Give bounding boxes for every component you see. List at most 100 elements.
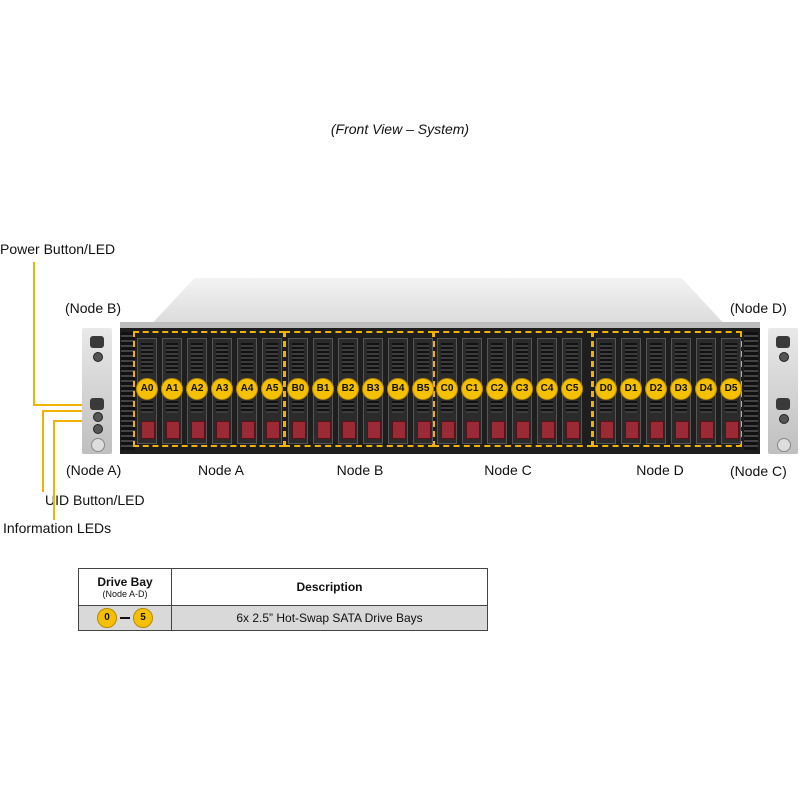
bay-number-tag: B5 [412, 378, 434, 400]
bay-latch [700, 343, 712, 373]
power-callout-line-v [33, 262, 35, 406]
bay-number-tag: A4 [236, 378, 258, 400]
left-control-ear [82, 328, 112, 454]
node-a-power-button[interactable] [90, 398, 104, 410]
node-a-uid-button[interactable] [93, 412, 103, 422]
bay-vent [367, 401, 379, 413]
bay-number-tag: B2 [337, 378, 359, 400]
bay-number-tag: D3 [670, 378, 692, 400]
node-a-info-led-icon [93, 424, 103, 434]
chassis-cover-edge [120, 322, 760, 330]
bay-release-handle[interactable] [541, 421, 555, 439]
bay-latch [541, 343, 553, 373]
bay-number-tag: D5 [720, 378, 742, 400]
bay-release-handle[interactable] [141, 421, 155, 439]
bay-vent [392, 401, 404, 413]
bay-release-handle[interactable] [466, 421, 480, 439]
node-d-ref-right: (Node D) [730, 300, 787, 316]
bay-release-handle[interactable] [600, 421, 614, 439]
bay-release-handle[interactable] [191, 421, 205, 439]
bay-release-handle[interactable] [166, 421, 180, 439]
description-header: Description [171, 568, 488, 606]
bay-number-tag: C2 [486, 378, 508, 400]
drive-bay-header-title: Drive Bay [97, 575, 153, 589]
bay-release-handle[interactable] [241, 421, 255, 439]
node-c-ref-right: (Node C) [730, 463, 787, 479]
bay-release-handle[interactable] [566, 421, 580, 439]
bay-latch [566, 343, 578, 373]
bay-number-tag: D1 [620, 378, 642, 400]
bay-range-start-icon: 0 [97, 608, 117, 628]
info-callout-line-v [53, 420, 55, 520]
bay-release-handle[interactable] [317, 421, 331, 439]
bay-release-handle[interactable] [725, 421, 739, 439]
bay-latch [141, 343, 153, 373]
bay-vent [191, 401, 203, 413]
info-callout-line-h [53, 420, 93, 422]
bay-release-handle[interactable] [491, 421, 505, 439]
bay-latch [392, 343, 404, 373]
node-a-ref-left: (Node A) [66, 462, 122, 478]
bay-vent [541, 401, 553, 413]
bay-number-tag: D0 [595, 378, 617, 400]
bay-vent [491, 401, 503, 413]
figure-caption: (Front View – System) [330, 121, 470, 137]
bay-release-handle[interactable] [700, 421, 714, 439]
bay-latch [675, 343, 687, 373]
bay-release-handle[interactable] [266, 421, 280, 439]
bay-vent [141, 401, 153, 413]
bay-number-tag: C3 [511, 378, 533, 400]
bay-latch [491, 343, 503, 373]
bay-number-tag: B1 [312, 378, 334, 400]
node-b-led-icon [93, 352, 103, 362]
uid-button-label: UID Button/LED [45, 492, 145, 508]
bay-latch [417, 343, 429, 373]
bay-vent [466, 401, 478, 413]
node-a-label: Node A [198, 462, 244, 478]
bay-vent [342, 401, 354, 413]
bay-release-handle[interactable] [216, 421, 230, 439]
left-thumbscrew-icon [91, 438, 105, 452]
node-d-power-button[interactable] [776, 336, 790, 348]
uid-callout-line-h [42, 410, 93, 412]
bay-vent [317, 401, 329, 413]
bay-vent [441, 401, 453, 413]
node-b-label: Node B [336, 462, 384, 478]
information-leds-label: Information LEDs [3, 520, 112, 536]
bay-range-end-icon: 5 [133, 608, 153, 628]
bay-release-handle[interactable] [441, 421, 455, 439]
bay-number-tag: A5 [261, 378, 283, 400]
power-button-label: Power Button/LED [0, 241, 116, 257]
bay-vent [166, 401, 178, 413]
bay-vent [675, 401, 687, 413]
bay-release-handle[interactable] [516, 421, 530, 439]
bay-release-handle[interactable] [367, 421, 381, 439]
node-c-label: Node C [484, 462, 532, 478]
bay-number-tag: D2 [645, 378, 667, 400]
bay-release-handle[interactable] [675, 421, 689, 439]
bay-vent [566, 401, 578, 413]
bay-latch [516, 343, 528, 373]
bay-vent [516, 401, 528, 413]
right-vent [744, 332, 758, 450]
bay-number-tag: B0 [287, 378, 309, 400]
range-dash [120, 617, 130, 619]
bay-release-handle[interactable] [417, 421, 431, 439]
bay-release-handle[interactable] [392, 421, 406, 439]
node-b-power-button[interactable] [90, 336, 104, 348]
uid-callout-line-v [42, 410, 44, 492]
bay-latch [600, 343, 612, 373]
bay-latch [650, 343, 662, 373]
node-b-ref-left: (Node B) [65, 300, 122, 316]
bay-vent [266, 401, 278, 413]
bay-release-handle[interactable] [292, 421, 306, 439]
bay-release-handle[interactable] [650, 421, 664, 439]
node-c-power-button[interactable] [776, 398, 790, 410]
bay-latch [625, 343, 637, 373]
bay-number-tag: C0 [436, 378, 458, 400]
bay-release-handle[interactable] [625, 421, 639, 439]
bay-release-handle[interactable] [342, 421, 356, 439]
right-thumbscrew-icon [777, 438, 791, 452]
bay-number-tag: B4 [387, 378, 409, 400]
